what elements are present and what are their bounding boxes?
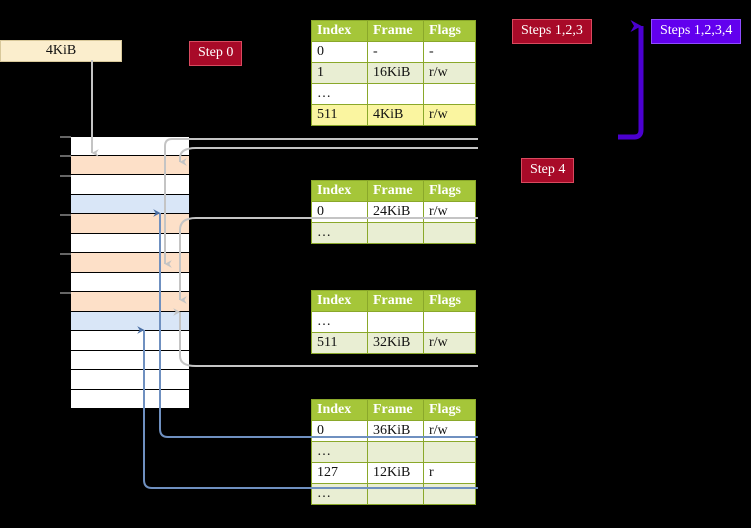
memory-frame-tick	[60, 175, 71, 177]
page-table-2-cell: 0	[311, 201, 368, 223]
memory-frame-tick	[60, 253, 71, 255]
memory-frame-tick	[60, 155, 71, 157]
table-row: 0--	[311, 41, 476, 63]
page-table-3-cell: 511	[311, 332, 368, 354]
page-table-2-header-2: Flags	[423, 180, 476, 202]
table-row: …	[311, 311, 476, 333]
page-table-1-cell	[367, 83, 424, 105]
page-table-1-cell: -	[367, 41, 424, 63]
page-table-3-cell: r/w	[423, 332, 476, 354]
page-table-1-cell: r/w	[423, 62, 476, 84]
page-table-4-cell: 127	[311, 462, 368, 484]
memory-frame-tick	[60, 292, 71, 294]
page-table-4-cell: …	[311, 483, 368, 505]
page-table-4-cell: 36KiB	[367, 420, 424, 442]
connector-hook-top	[179, 147, 478, 166]
page-table-4-header-2: Flags	[423, 399, 476, 421]
page-table-4-cell: r	[423, 462, 476, 484]
page-table-4-cell	[423, 483, 476, 505]
page-table-1-cell: r/w	[423, 104, 476, 126]
table-row: …	[311, 441, 476, 463]
memory-frame-row	[70, 136, 190, 156]
table-row: …	[311, 483, 476, 505]
page-table-3-header-0: Index	[311, 290, 368, 312]
page-table-4-cell	[367, 441, 424, 463]
page-table-2-cell	[367, 222, 424, 244]
page-table-1-cell: 4KiB	[367, 104, 424, 126]
memory-frame-row	[70, 214, 190, 234]
memory-frame-row	[70, 272, 190, 292]
memory-frame-tick	[60, 214, 71, 216]
memory-frame-row	[70, 350, 190, 370]
connector-steps-bracket	[618, 20, 644, 140]
page-table-3-header-2: Flags	[423, 290, 476, 312]
memory-frame-row	[70, 233, 190, 253]
physical-memory-column	[70, 136, 190, 409]
page-table-4-cell	[423, 441, 476, 463]
memory-frame-row	[70, 194, 190, 214]
page-table-4-cell	[367, 483, 424, 505]
page-table-4-header-1: Frame	[367, 399, 424, 421]
memory-frame-row	[70, 175, 190, 195]
page-table-1-header-2: Flags	[423, 20, 476, 42]
memory-size-label: 4KiB	[45, 43, 77, 58]
page-table-4-cell: 12KiB	[367, 462, 424, 484]
page-table-1-cell: 1	[311, 62, 368, 84]
page-table-1-cell: 511	[311, 104, 368, 126]
memory-size-box: 4KiB	[0, 40, 122, 62]
page-table-4-cell: 0	[311, 420, 368, 442]
page-table-1-cell: 16KiB	[367, 62, 424, 84]
memory-frame-row	[70, 389, 190, 409]
memory-frame-row	[70, 292, 190, 312]
page-table-1-cell: 0	[311, 41, 368, 63]
memory-frame-row	[70, 370, 190, 390]
page-table-2-cell: …	[311, 222, 368, 244]
memory-frame-tick	[60, 136, 71, 138]
badge-steps-123: Steps 1,2,3	[512, 19, 592, 44]
page-table-2-header-0: Index	[311, 180, 368, 202]
page-table-2-header-1: Frame	[367, 180, 424, 202]
memory-frame-row	[70, 331, 190, 351]
page-table-1-cell	[423, 83, 476, 105]
table-row: …	[311, 83, 476, 105]
page-table-3-cell: 32KiB	[367, 332, 424, 354]
badge-steps-1234: Steps 1,2,3,4	[651, 19, 742, 44]
page-table-3-cell	[367, 311, 424, 333]
page-table-3-cell	[423, 311, 476, 333]
page-table-2-cell: 24KiB	[367, 201, 424, 223]
page-table-4-header-0: Index	[311, 399, 368, 421]
memory-frame-row	[70, 155, 190, 175]
table-row: …	[311, 222, 476, 244]
page-table-2-cell	[423, 222, 476, 244]
page-table-1-header-1: Frame	[367, 20, 424, 42]
page-table-1-cell: -	[423, 41, 476, 63]
page-table-3-header-1: Frame	[367, 290, 424, 312]
page-table-4-cell: r/w	[423, 420, 476, 442]
memory-frame-row	[70, 311, 190, 331]
page-table-1-header-0: Index	[311, 20, 368, 42]
badge-step-4: Step 4	[521, 158, 575, 183]
badge-step-0: Step 0	[189, 41, 243, 66]
page-table-1-cell: …	[311, 83, 368, 105]
page-table-3-cell: …	[311, 311, 368, 333]
memory-frame-row	[70, 253, 190, 273]
page-table-4-cell: …	[311, 441, 368, 463]
page-table-2-cell: r/w	[423, 201, 476, 223]
